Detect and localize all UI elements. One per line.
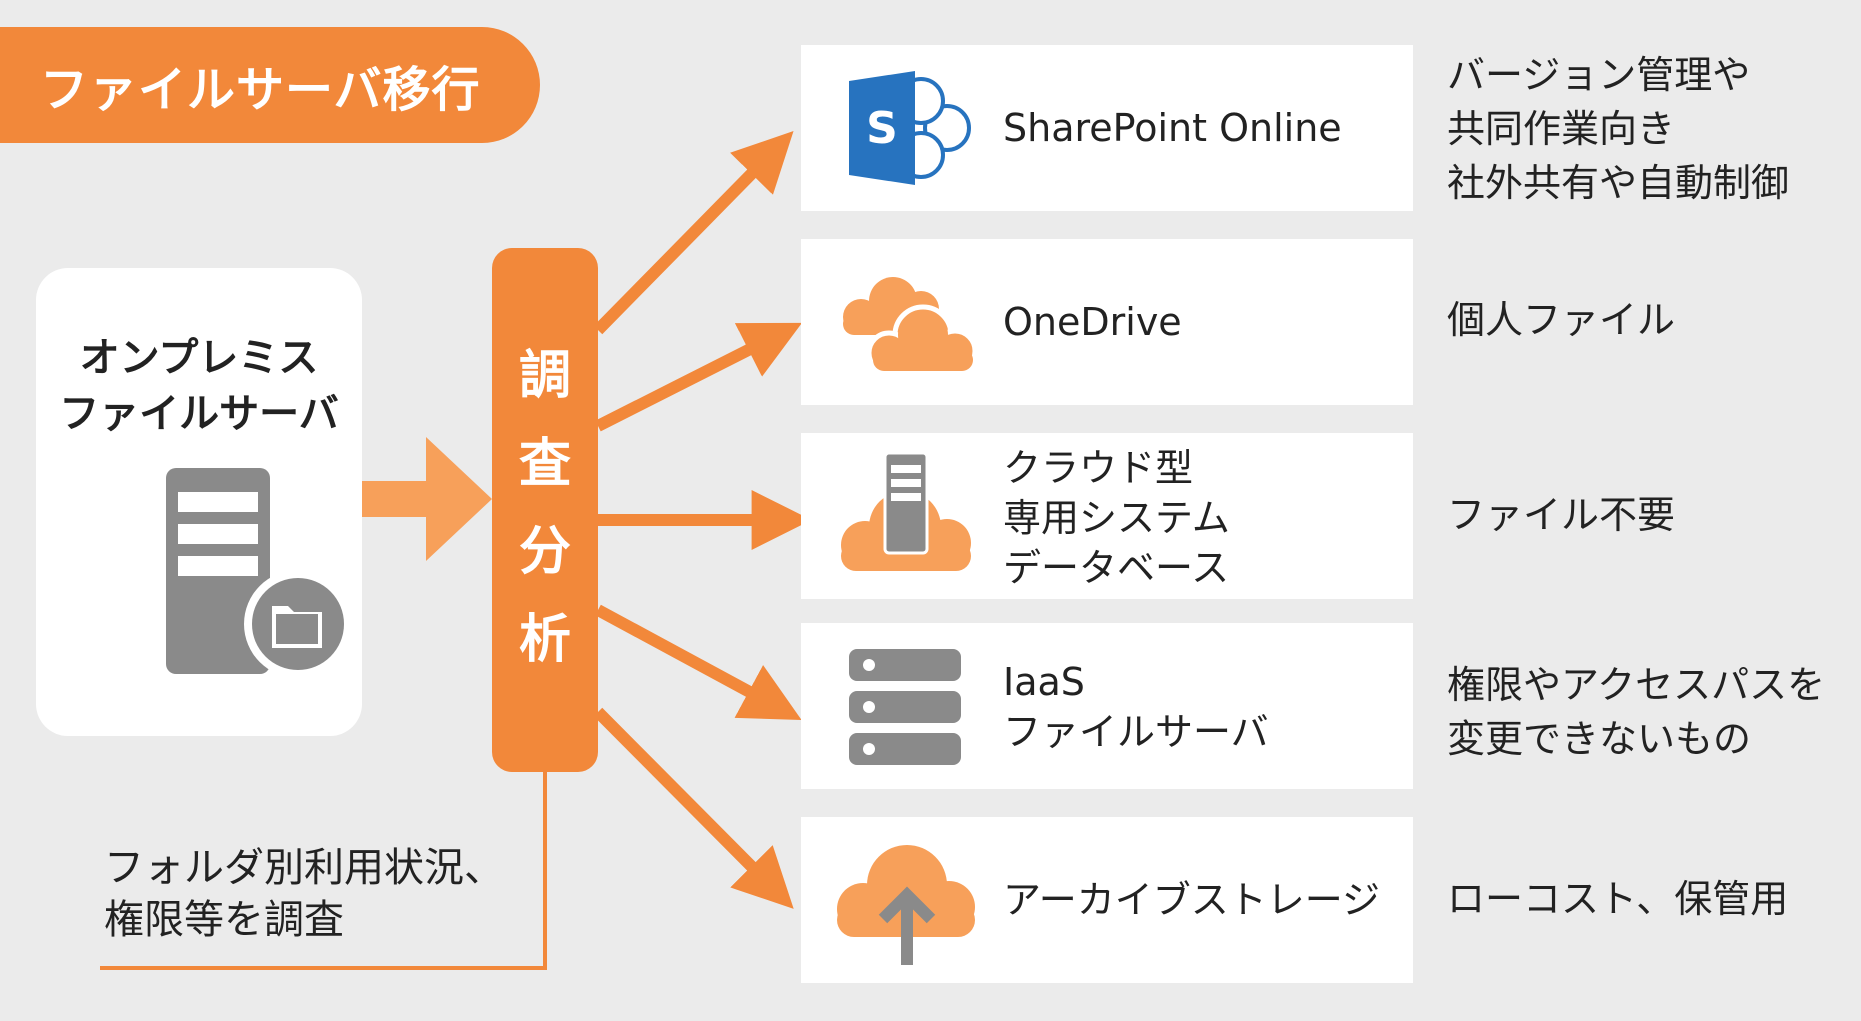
target-label: クラウド型 専用システム データベース bbox=[1003, 443, 1230, 593]
svg-text:S: S bbox=[866, 103, 898, 154]
page-title: ファイルサーバ移行 bbox=[0, 27, 540, 143]
target-description-cloud-system: ファイル不要 bbox=[1447, 488, 1675, 542]
target-label-line: 専用システム bbox=[1003, 496, 1230, 540]
onedrive-cloud-icon bbox=[843, 277, 978, 376]
target-description-sharepoint: バージョン管理や 共同作業向き 社外共有や自動制御 bbox=[1447, 48, 1789, 210]
description-line: ローコスト、保管用 bbox=[1447, 877, 1789, 921]
target-label-line: ファイルサーバ bbox=[1003, 710, 1269, 754]
target-label: SharePoint Online bbox=[1003, 103, 1342, 153]
description-line: 変更できないもの bbox=[1447, 717, 1752, 761]
target-description-onedrive: 個人ファイル bbox=[1447, 293, 1675, 347]
analysis-char-3: 分 bbox=[518, 522, 571, 582]
sharepoint-icon: S bbox=[849, 71, 971, 185]
source-title-line2: ファイルサーバ bbox=[59, 391, 339, 437]
analysis-char-1: 調 bbox=[518, 346, 571, 406]
target-onedrive: OneDrive bbox=[801, 239, 1413, 405]
source-title: オンプレミス ファイルサーバ bbox=[36, 330, 362, 442]
target-cloud-system: クラウド型 専用システム データベース bbox=[801, 433, 1413, 599]
arrow-to-archive bbox=[593, 707, 794, 909]
target-label-line: IaaS bbox=[1003, 660, 1085, 704]
arrow-to-iaas bbox=[595, 604, 802, 720]
note-connector-line bbox=[100, 772, 547, 970]
target-label-line: データベース bbox=[1003, 546, 1230, 590]
analysis-bar: 調 査 分 析 bbox=[492, 248, 598, 772]
description-line: バージョン管理や bbox=[1447, 53, 1751, 97]
target-label-line: SharePoint Online bbox=[1003, 106, 1342, 150]
description-line: 社外共有や自動制御 bbox=[1447, 161, 1790, 205]
description-line: ファイル不要 bbox=[1447, 493, 1676, 537]
analysis-char-4: 析 bbox=[518, 610, 571, 670]
note-line1: フォルダ別利用状況、 bbox=[104, 845, 504, 891]
source-card: オンプレミス ファイルサーバ bbox=[36, 268, 362, 736]
target-label-line: アーカイブストレージ bbox=[1003, 878, 1380, 922]
target-label: IaaS ファイルサーバ bbox=[1003, 657, 1269, 757]
arrow-to-onedrive bbox=[595, 322, 802, 432]
note-line2: 権限等を調査 bbox=[104, 897, 344, 943]
source-title-line1: オンプレミス bbox=[79, 335, 319, 381]
target-description-iaas: 権限やアクセスパスを 変更できないもの bbox=[1447, 658, 1825, 766]
arrow-to-sharepoint bbox=[593, 131, 794, 335]
target-archive: アーカイブストレージ bbox=[801, 817, 1413, 983]
cloud-upload-icon bbox=[837, 845, 975, 965]
target-iaas: IaaS ファイルサーバ bbox=[801, 623, 1413, 789]
target-sharepoint: S SharePoint Online bbox=[801, 45, 1413, 211]
migration-arrow-icon bbox=[362, 437, 492, 561]
server-rack-icon bbox=[849, 649, 961, 765]
target-label-line: クラウド型 bbox=[1003, 446, 1194, 490]
description-line: 個人ファイル bbox=[1447, 298, 1676, 342]
folder-icon bbox=[244, 570, 352, 678]
target-label: OneDrive bbox=[1003, 297, 1182, 347]
target-label: アーカイブストレージ bbox=[1003, 875, 1380, 925]
analysis-char-2: 査 bbox=[518, 434, 571, 494]
analysis-label: 調 査 分 析 bbox=[492, 332, 598, 684]
target-description-archive: ローコスト、保管用 bbox=[1447, 872, 1788, 926]
server-icon bbox=[166, 468, 352, 678]
description-line: 共同作業向き bbox=[1447, 107, 1676, 151]
description-line: 権限やアクセスパスを bbox=[1447, 663, 1826, 707]
cloud-server-icon bbox=[841, 451, 971, 571]
target-label-line: OneDrive bbox=[1003, 300, 1182, 344]
analysis-note: フォルダ別利用状況、 権限等を調査 bbox=[104, 842, 504, 946]
